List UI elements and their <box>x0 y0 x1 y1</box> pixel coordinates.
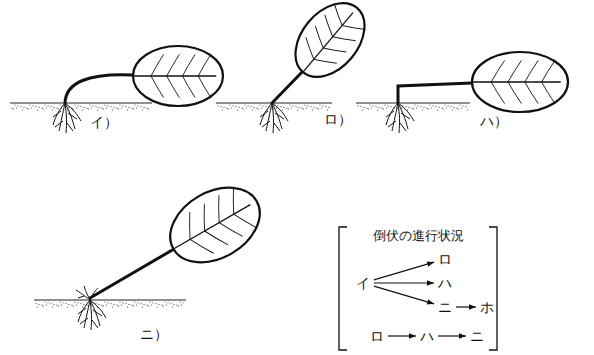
legend-title: 倒伏の進行状況 <box>338 228 498 244</box>
progress-arrow <box>374 262 434 280</box>
stem <box>272 71 303 103</box>
stage-mark: ハ <box>436 274 454 292</box>
ground <box>356 103 470 111</box>
leaf <box>472 52 568 112</box>
ground <box>10 103 152 111</box>
stage-mark: ニ <box>436 298 454 316</box>
figure-label: ハ） <box>480 112 508 130</box>
leaf <box>133 46 223 106</box>
stage-letter: イ <box>356 274 370 292</box>
stage-letter: ハ <box>438 274 452 292</box>
stage-letter: ロ <box>438 250 452 268</box>
stem <box>398 83 472 103</box>
stage-mark: ホ <box>478 298 496 316</box>
stage-mark: ニ <box>468 327 486 345</box>
stage-letter: ホ <box>480 298 494 316</box>
stem <box>65 75 133 103</box>
stage-letter: ニ <box>470 327 484 345</box>
figure-label: ロ） <box>324 110 352 128</box>
stage-letter: ハ <box>420 327 434 345</box>
stage-mark: ロ <box>368 327 386 345</box>
ground <box>34 300 186 308</box>
leaf <box>157 172 273 277</box>
progress-arrow <box>456 306 476 307</box>
progress-arrow <box>438 335 466 336</box>
roots <box>260 103 288 133</box>
progress-arrow <box>374 286 434 304</box>
figure-label: イ） <box>90 113 118 131</box>
stage-mark: ロ <box>436 250 454 268</box>
stem <box>90 249 174 298</box>
figure-label: ニ） <box>140 325 168 343</box>
stage-mark: ハ <box>418 327 436 345</box>
stage-letter: ニ <box>438 298 452 316</box>
leaf <box>282 0 379 90</box>
stage-mark: イ <box>354 274 372 292</box>
roots <box>386 103 414 133</box>
roots <box>53 103 81 133</box>
progress-arrow <box>388 335 416 336</box>
stage-letter: ロ <box>370 327 384 345</box>
legend-box: 倒伏の進行状況イロハニホロハニ <box>338 226 498 351</box>
progress-arrow <box>374 282 434 283</box>
